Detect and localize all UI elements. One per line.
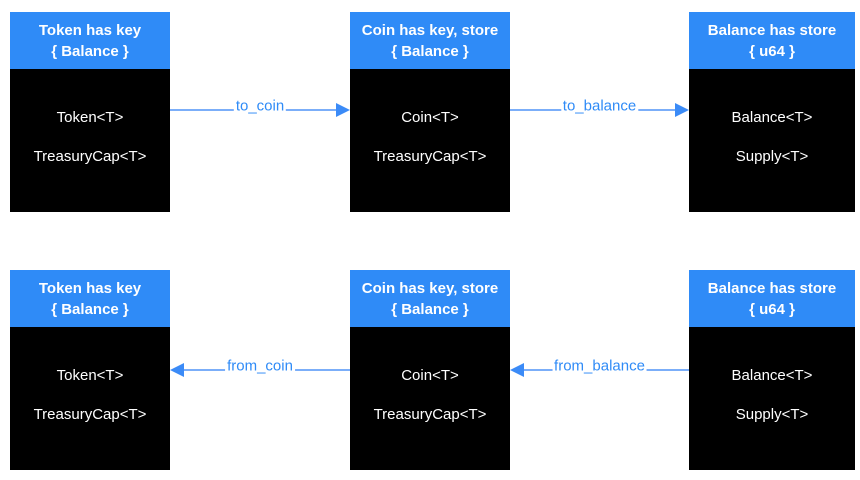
- node-token-bottom: Token has key { Balance } Token<T> Treas…: [10, 270, 170, 470]
- arrow-to-balance: to_balance: [510, 97, 689, 118]
- node-header-line: { u64 }: [749, 42, 795, 60]
- node-coin-bottom: Coin has key, store { Balance } Coin<T> …: [350, 270, 510, 470]
- node-header: Token has key { Balance }: [10, 12, 170, 69]
- node-item: Coin<T>: [401, 108, 459, 126]
- arrowhead-right-icon: [675, 103, 689, 117]
- arrow-from-coin: from_coin: [170, 357, 350, 378]
- node-header: Coin has key, store { Balance }: [350, 12, 510, 69]
- node-body: Coin<T> TreasuryCap<T>: [350, 327, 510, 470]
- arrow-label: from_balance: [552, 357, 647, 375]
- node-header-line: { Balance }: [391, 42, 469, 60]
- arrow-to-coin: to_coin: [170, 97, 350, 118]
- node-item: Coin<T>: [401, 366, 459, 384]
- node-item: TreasuryCap<T>: [33, 405, 147, 423]
- node-token-top: Token has key { Balance } Token<T> Treas…: [10, 12, 170, 212]
- node-item: TreasuryCap<T>: [373, 405, 487, 423]
- node-header: Token has key { Balance }: [10, 270, 170, 327]
- arrow-from-balance: from_balance: [510, 357, 689, 378]
- node-header: Balance has store { u64 }: [689, 270, 855, 327]
- node-item: Supply<T>: [735, 405, 809, 423]
- node-header-line: Balance has store: [707, 279, 837, 297]
- arrowhead-right-icon: [336, 103, 350, 117]
- node-header-line: { Balance }: [391, 300, 469, 318]
- arrowhead-left-icon: [170, 363, 184, 377]
- node-item: Supply<T>: [735, 147, 809, 165]
- node-item: Balance<T>: [731, 366, 813, 384]
- node-item: Token<T>: [56, 366, 124, 384]
- arrowhead-left-icon: [510, 363, 524, 377]
- node-item: Balance<T>: [731, 108, 813, 126]
- node-balance-bottom: Balance has store { u64 } Balance<T> Sup…: [689, 270, 855, 470]
- node-body: Token<T> TreasuryCap<T>: [10, 69, 170, 212]
- node-item: TreasuryCap<T>: [33, 147, 147, 165]
- node-header: Balance has store { u64 }: [689, 12, 855, 69]
- arrow-label: to_balance: [560, 97, 639, 115]
- node-coin-top: Coin has key, store { Balance } Coin<T> …: [350, 12, 510, 212]
- node-header-line: Token has key: [38, 279, 142, 297]
- node-item: TreasuryCap<T>: [373, 147, 487, 165]
- node-header-line: { Balance }: [51, 42, 129, 60]
- node-header: Coin has key, store { Balance }: [350, 270, 510, 327]
- node-body: Coin<T> TreasuryCap<T>: [350, 69, 510, 212]
- node-header-line: Token has key: [38, 21, 142, 39]
- node-body: Token<T> TreasuryCap<T>: [10, 327, 170, 470]
- node-header-line: Balance has store: [707, 21, 837, 39]
- node-body: Balance<T> Supply<T>: [689, 69, 855, 212]
- node-item: Token<T>: [56, 108, 124, 126]
- node-header-line: Coin has key, store: [361, 21, 499, 39]
- node-header-line: Coin has key, store: [361, 279, 499, 297]
- node-body: Balance<T> Supply<T>: [689, 327, 855, 470]
- arrow-label: from_coin: [225, 357, 295, 375]
- node-header-line: { u64 }: [749, 300, 795, 318]
- node-header-line: { Balance }: [51, 300, 129, 318]
- node-balance-top: Balance has store { u64 } Balance<T> Sup…: [689, 12, 855, 212]
- arrow-label: to_coin: [233, 97, 287, 115]
